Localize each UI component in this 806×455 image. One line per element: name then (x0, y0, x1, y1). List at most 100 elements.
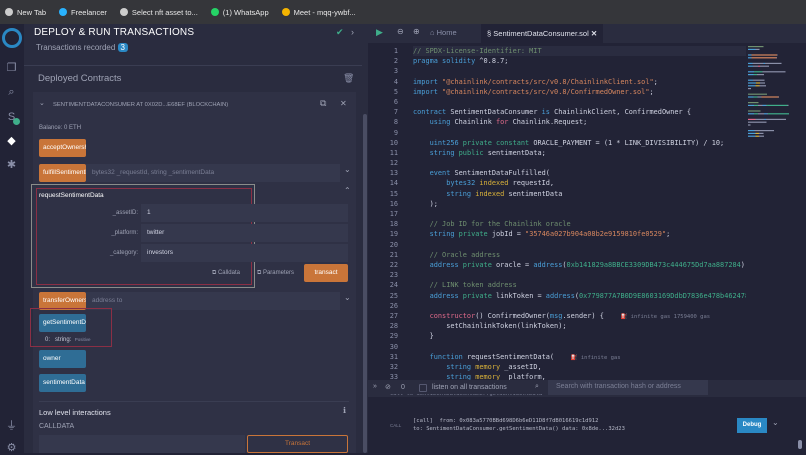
minimap-token (759, 85, 766, 87)
zoom-out-icon[interactable]: ⊖ (397, 27, 404, 36)
code-token: contract (413, 108, 451, 117)
listen-label: listen on all transactions (432, 384, 507, 391)
whatsapp-icon (210, 8, 219, 16)
search-icon[interactable]: ⌕ (8, 86, 15, 98)
panel-title: DEPLOY & RUN TRANSACTIONS (34, 27, 195, 38)
transactions-count-badge: 3 (117, 43, 128, 52)
remix-logo-icon[interactable] (2, 28, 22, 48)
code-token: constructor (413, 311, 476, 320)
bookmark[interactable]: New Tab (5, 8, 46, 17)
line-number: 7 (393, 108, 398, 117)
code-token: SentimentDataConsumer (450, 108, 542, 117)
minimap-token (766, 118, 773, 120)
minimap-token (768, 113, 789, 115)
minimap-token (748, 93, 767, 95)
minimap-token (748, 113, 754, 115)
line-number: 11 (389, 148, 398, 157)
get-sentiment-data-button[interactable]: getSentimentData (39, 314, 86, 332)
chevron-down-icon[interactable]: ⌄ (344, 293, 351, 302)
zoom-in-icon[interactable]: ⊕ (413, 27, 420, 36)
line-text: bytes32 indexed requestId, (413, 178, 554, 188)
transaction-search-input[interactable]: Search with transaction hash or address (548, 380, 708, 395)
minimap-token (755, 85, 760, 87)
result-index: 0: (45, 337, 51, 343)
chevron-down-icon[interactable]: ⌄ (344, 165, 351, 174)
contract-name[interactable]: SENTIMENTDATACONSUMER AT 0X02D...E68EF (… (53, 102, 229, 108)
chevron-down-icon[interactable]: ⌄ (39, 100, 45, 107)
platform-input[interactable]: twitter (141, 224, 348, 242)
minimap-token (766, 104, 767, 106)
expand-log-icon[interactable]: ⌄ (772, 418, 779, 427)
line-number: 21 (389, 250, 398, 259)
code-line: 10 uint256 private constant ORACLE_PAYME… (368, 138, 746, 148)
fulfill-sentiment-button[interactable]: fulfillSentimentData (39, 164, 86, 182)
line-number: 5 (393, 87, 398, 96)
code-token: "35746a027b904a08b2e9159810fe0529" (525, 230, 667, 239)
bookmark[interactable]: Select nft asset to... (119, 8, 198, 17)
minimap-token (754, 130, 767, 132)
divider (24, 65, 362, 66)
minimap[interactable] (746, 44, 798, 144)
fulfill-sentiment-input[interactable]: bytes32 _requestId, string _sentimentDat… (86, 164, 340, 182)
bookmark[interactable]: Freelancer (59, 8, 107, 17)
panel-scrollbar[interactable] (362, 24, 368, 453)
asset-id-input[interactable]: 1 (141, 204, 348, 222)
code-token: address (413, 291, 463, 300)
line-number: 18 (389, 220, 398, 229)
divider (39, 401, 349, 402)
collapse-terminal-icon[interactable]: » (373, 383, 377, 390)
sentiment-data-button[interactable]: sentimentData (39, 374, 86, 392)
terminal: » ⊘ 0 listen on all transactions ⌕ Searc… (368, 380, 806, 453)
minimap-lines (748, 46, 789, 137)
remove-instance-icon[interactable]: ✕ (340, 99, 347, 108)
minimap-token (748, 110, 761, 112)
transfer-ownership-button[interactable]: transferOwnership (39, 292, 86, 310)
code-token: sentimentData; (487, 148, 546, 157)
calldata-input[interactable] (39, 435, 245, 453)
chevron-up-icon[interactable]: ⌃ (344, 186, 351, 195)
calldata-copy-button[interactable]: ⧉ Calldata (212, 270, 240, 276)
code-token: "@chainlink/contracts/src/v0.8/Confirmed… (442, 87, 650, 96)
category-input[interactable]: investors (141, 244, 348, 262)
chevron-right-icon[interactable]: › (351, 27, 354, 37)
debugger-icon[interactable]: ✱ (6, 159, 17, 171)
transact-button[interactable]: transact (304, 264, 348, 282)
minimap-token (759, 132, 764, 134)
run-play-icon[interactable]: ▶ (376, 27, 383, 37)
owner-button[interactable]: owner (39, 350, 86, 368)
settings-gear-icon[interactable]: ⚙ (6, 442, 17, 454)
minimap-token (751, 54, 777, 56)
file-explorer-icon[interactable]: ❐ (6, 62, 17, 74)
plugin-manager-icon[interactable]: ⏚ (6, 420, 17, 432)
trash-icon[interactable]: 🗑 (343, 73, 355, 83)
debug-button[interactable]: Debug (737, 418, 767, 433)
deploy-run-icon[interactable]: ◆ (7, 135, 16, 147)
close-tab-icon[interactable]: ✕ (590, 29, 598, 38)
line-text: import "@chainlink/contracts/src/v0.8/Ch… (413, 77, 658, 87)
terminal-scrollbar[interactable] (798, 440, 802, 449)
compiler-icon[interactable]: S (5, 111, 20, 125)
line-text: using Chainlink for Chainlink.Request; (413, 117, 588, 127)
line-number: 32 (389, 362, 398, 371)
tab-sentiment-data-consumer[interactable]: § SentimentDataConsumer.sol ✕ (481, 24, 603, 43)
copy-address-icon[interactable]: ⧉ (320, 98, 327, 108)
accept-ownership-button[interactable]: acceptOwnership (39, 139, 86, 157)
bookmark[interactable]: (1) WhatsApp (210, 8, 269, 17)
line-number: 22 (389, 260, 398, 269)
tab-home[interactable]: ⌂ Home (430, 28, 457, 37)
line-number: 15 (389, 189, 398, 198)
minimap-token (759, 135, 764, 137)
listen-checkbox[interactable] (419, 384, 427, 392)
contract-instance: ⌄ SENTIMENTDATACONSUMER AT 0X02D...E68EF… (30, 92, 356, 453)
code-token: ( (562, 260, 567, 269)
tab-home-label: Home (436, 28, 457, 37)
bookmark[interactable]: Meet - mqq-ywbf... (281, 8, 356, 17)
parameters-copy-button[interactable]: ⧉ Parameters (257, 270, 294, 276)
info-icon[interactable]: ℹ (343, 406, 347, 415)
transfer-ownership-input[interactable]: address to (86, 292, 340, 310)
clear-terminal-icon[interactable]: ⊘ (385, 384, 391, 391)
transact-calldata-button[interactable]: Transact (247, 435, 348, 453)
line-number: 4 (393, 77, 398, 86)
code-token: linkToken = (496, 291, 546, 300)
